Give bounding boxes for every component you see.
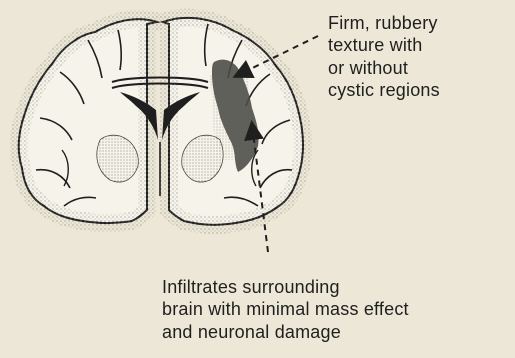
texture-annotation-label: Firm, rubbery texture with or without cy… [328, 12, 440, 102]
texture-label-line-3: or without [328, 57, 440, 79]
tumor-speckle [210, 74, 252, 160]
infiltration-label-line-1: Infiltrates surrounding [162, 276, 409, 298]
texture-label-line-1: Firm, rubbery [328, 12, 440, 34]
texture-label-line-2: texture with [328, 34, 440, 56]
infiltration-label-line-2: brain with minimal mass effect [162, 298, 409, 320]
infiltration-annotation-label: Infiltrates surrounding brain with minim… [162, 276, 409, 343]
infiltration-label-line-3: and neuronal damage [162, 321, 409, 343]
texture-label-line-4: cystic regions [328, 79, 440, 101]
